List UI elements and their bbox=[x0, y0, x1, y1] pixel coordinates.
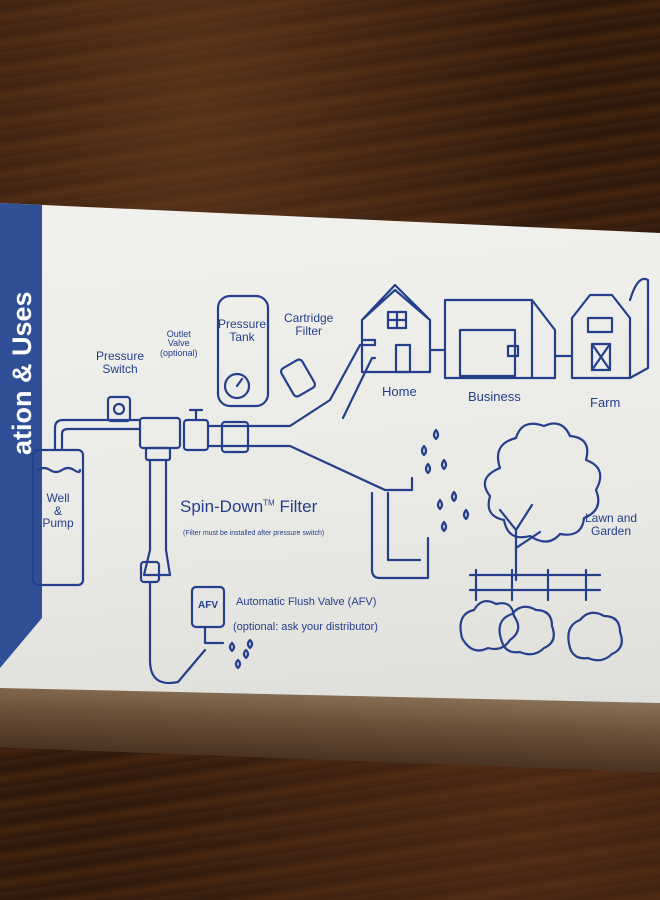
pressure-switch bbox=[106, 395, 132, 423]
well-pipe bbox=[53, 418, 142, 452]
business-label: Business bbox=[468, 389, 521, 404]
lawn-garden-label: Lawn and Garden bbox=[585, 511, 638, 538]
afv-note: (optional: ask your distributor) bbox=[233, 621, 378, 633]
home-building bbox=[360, 283, 432, 374]
afv-valve bbox=[190, 585, 226, 629]
home-label: Home bbox=[382, 384, 417, 399]
spin-down-filter-icon bbox=[144, 446, 172, 462]
outlet-valve-label: Outlet Valve (optional) bbox=[160, 329, 198, 358]
main-pipe bbox=[206, 343, 414, 492]
spin-down-filter-label: Spin-DownTM Filter bbox=[180, 498, 317, 516]
farm-label: Farm bbox=[590, 395, 621, 410]
afv-badge: AFV bbox=[198, 600, 218, 611]
cartridge-filter-label: Cartridge Filter bbox=[284, 311, 334, 338]
spin-down-note: (Filter must be installed after pressure… bbox=[183, 530, 325, 537]
farm-barn bbox=[570, 277, 650, 380]
trademark-mark: TM bbox=[263, 498, 275, 508]
side-title-band bbox=[0, 203, 42, 668]
garden-tree bbox=[483, 422, 602, 543]
spin-down-filter-word: Filter bbox=[279, 497, 318, 516]
cartridge-filter-icon bbox=[279, 358, 317, 398]
sprinkler-droplets bbox=[420, 428, 470, 533]
spin-down-name: Spin-Down bbox=[180, 497, 264, 516]
business-building bbox=[443, 298, 557, 380]
afv-title: Automatic Flush Valve (AFV) bbox=[236, 596, 377, 608]
building-supply-line bbox=[360, 338, 574, 358]
pressure-tank-label: Pressure Tank bbox=[218, 317, 267, 344]
box-top-panel bbox=[0, 203, 660, 703]
garden-fence bbox=[468, 568, 602, 602]
well-pump-label: Well & Pump bbox=[42, 491, 74, 531]
garden-bushes bbox=[459, 599, 623, 662]
outlet-valve bbox=[182, 418, 210, 452]
pressure-switch-label: Pressure Switch bbox=[96, 349, 145, 376]
garden-pipe bbox=[370, 476, 430, 580]
pressure-tank bbox=[216, 294, 270, 408]
well-pump-tank bbox=[31, 448, 85, 587]
